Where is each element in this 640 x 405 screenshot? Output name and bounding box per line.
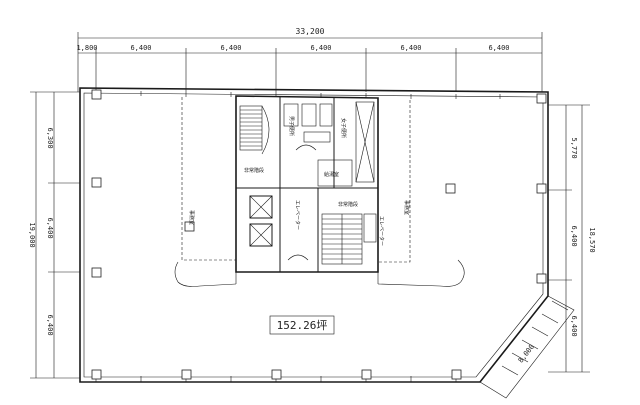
elevator-right bbox=[363, 213, 377, 243]
right-dim-2: 6,400 bbox=[570, 315, 578, 336]
utility-room: 給湯室 bbox=[317, 159, 353, 187]
right-dimensions: 5,770 6,400 6,400 18,570 bbox=[548, 104, 596, 373]
top-bay-dim-5: 6,400 bbox=[488, 44, 509, 52]
zone-label-left: 事務室 bbox=[188, 210, 195, 225]
left-dim-2: 6,400 bbox=[46, 314, 54, 335]
utility-label: 給湯室 bbox=[324, 171, 339, 178]
building-outline: 8,000 bbox=[79, 87, 575, 399]
right-dim-1: 6,400 bbox=[570, 225, 578, 246]
left-dim-0: 6,300 bbox=[46, 127, 54, 148]
zone-label-right: 事務室 bbox=[403, 200, 410, 215]
stair-left-label: 非常階段 bbox=[244, 167, 264, 174]
top-bay-dim-1: 6,400 bbox=[130, 44, 151, 52]
top-bay-dim-2: 6,400 bbox=[220, 44, 241, 52]
office-zones: 事務室 事務室 bbox=[181, 97, 411, 263]
elevator-left: エレベーター bbox=[249, 195, 301, 247]
elevator-left-label: エレベーター bbox=[294, 200, 301, 230]
top-bay-dim-0: 1,800 bbox=[76, 44, 97, 52]
lobby-edge bbox=[174, 259, 465, 287]
stair-right-label: 非常階段 bbox=[338, 201, 358, 208]
left-total-dim: 19,000 bbox=[28, 222, 36, 247]
toilet-men-label: 男子便所 bbox=[288, 116, 295, 136]
service-core: 非常階段 男子便所 女子便所 給湯室 エレベーター bbox=[235, 95, 385, 273]
stair-left: 非常階段 bbox=[239, 105, 270, 174]
top-bay-dim-3: 6,400 bbox=[310, 44, 331, 52]
left-dim-1: 6,400 bbox=[46, 217, 54, 238]
overall-width-dim: 33,200 bbox=[296, 27, 325, 36]
shaft-right bbox=[355, 101, 375, 183]
right-dim-0: 5,770 bbox=[570, 137, 578, 158]
left-dimensions: 6,300 6,400 6,400 19,000 bbox=[28, 91, 80, 379]
top-bay-dim-4: 6,400 bbox=[400, 44, 421, 52]
right-total-dim: 18,570 bbox=[588, 227, 596, 252]
area-label: 152.26坪 bbox=[277, 319, 328, 332]
elevator-right-label: エレベーター bbox=[378, 216, 385, 246]
toilets: 男子便所 女子便所 bbox=[283, 103, 347, 143]
toilet-women-label: 女子便所 bbox=[340, 118, 347, 138]
area-label-box: 152.26坪 bbox=[269, 315, 335, 335]
stair-right: 非常階段 エレベーター bbox=[321, 201, 385, 265]
columns bbox=[91, 89, 547, 380]
top-dimensions: 33,200 1,800 6,400 6,400 6,400 6,400 6,4… bbox=[76, 27, 543, 92]
